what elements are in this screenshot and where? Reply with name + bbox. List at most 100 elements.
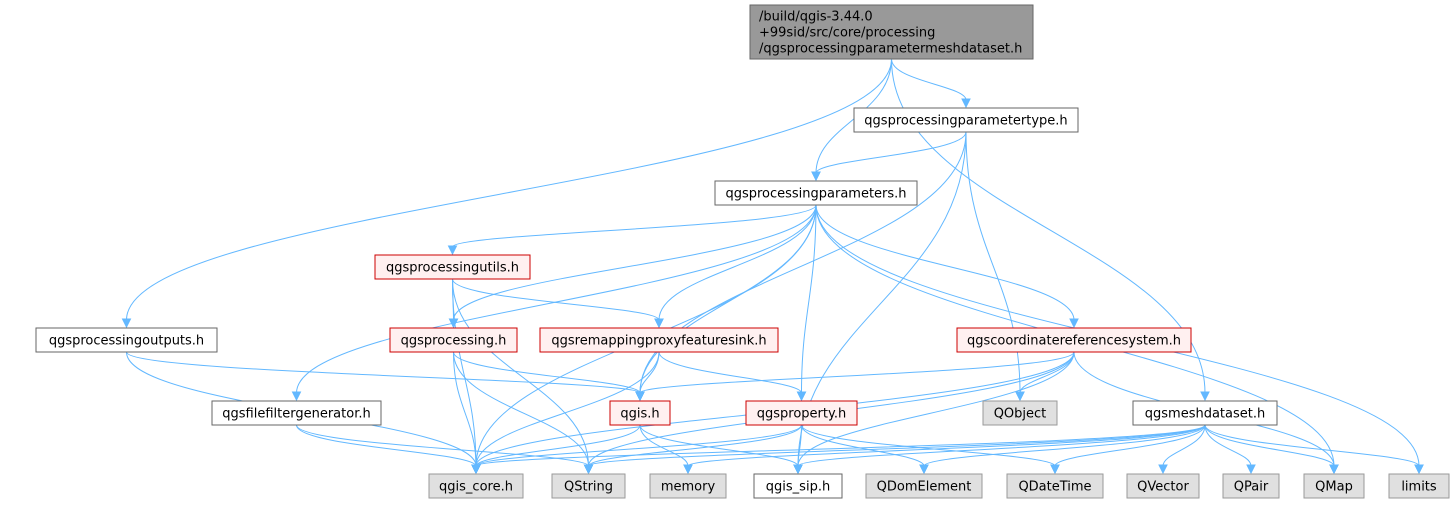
node-label-qvector: QVector (1137, 480, 1189, 495)
node-qobject: QObject (982, 400, 1058, 426)
arrowhead-meshdataset-to-qstring (583, 464, 594, 475)
node-utils[interactable]: qgsprocessingutils.h (374, 254, 531, 280)
arrowhead-parameters-to-crs (1069, 318, 1079, 329)
node-box-meshdataset (1132, 400, 1278, 426)
node-box-qgis-core (428, 473, 524, 499)
node-box-processing (389, 327, 518, 353)
node-label-root-line-2: +99sid/src/core/processing (759, 26, 935, 41)
arrowhead-meshdataset-to-qgis_sip (793, 464, 803, 475)
node-qgis-sip[interactable]: qgis_sip.h (753, 473, 843, 499)
node-qpair: QPair (1222, 473, 1280, 499)
edge-parameters-to-filefilter (296, 204, 817, 394)
node-label-meshdataset: qgsmeshdataset.h (1145, 407, 1265, 422)
node-box-utils (374, 254, 531, 280)
node-label-qstring: QString (564, 480, 613, 495)
edge-meshdataset-to-qpair (1204, 424, 1252, 467)
node-crs[interactable]: qgscoordinatereferencesystem.h (956, 327, 1192, 353)
node-box-qpair (1222, 473, 1280, 499)
edge-parametertype-to-qobject (965, 131, 1021, 394)
edge-parameters-to-qgis (639, 204, 817, 394)
node-remapping[interactable]: qgsremappingproxyfeaturesink.h (539, 327, 779, 353)
node-label-qgis-sip: qgis_sip.h (766, 480, 830, 495)
edge-meshdataset-to-qstring (588, 424, 1206, 467)
node-property[interactable]: qgsproperty.h (745, 400, 858, 426)
node-box-qmap (1303, 473, 1365, 499)
edge-meshdataset-to-limits (1204, 424, 1420, 467)
node-label-memory: memory (661, 480, 716, 495)
edge-processing-to-qstring (453, 351, 589, 467)
node-qvector: QVector (1126, 473, 1200, 499)
arrowhead-utils-to-processing (448, 318, 459, 329)
node-box-qgis (609, 400, 671, 426)
node-qstring: QString (551, 473, 626, 499)
edge-processing-to-qgis (453, 351, 641, 394)
edge-parameters-to-remapping (658, 204, 817, 321)
node-meshdataset[interactable]: qgsmeshdataset.h (1132, 400, 1278, 426)
node-box-qgis-sip (753, 473, 843, 499)
edge-crs-to-qobject (1019, 351, 1075, 394)
arrowhead-meshdataset-to-qvector (1158, 464, 1168, 475)
node-box-qobject (982, 400, 1058, 426)
arrowhead-meshdataset-to-qdatetime (1050, 464, 1060, 475)
edge-meshdataset-to-qgis_core (475, 424, 1206, 467)
node-qgis-core: qgis_core.h (428, 473, 524, 499)
node-qdatetime: QDateTime (1006, 473, 1104, 499)
node-label-limits: limits (1401, 480, 1437, 495)
node-box-parameters (714, 180, 918, 206)
node-outputs[interactable]: qgsprocessingoutputs.h (35, 327, 218, 353)
edge-property-to-qgis_sip (797, 424, 802, 467)
edge-meshdataset-to-qdomelement (923, 424, 1206, 467)
node-label-utils: qgsprocessingutils.h (386, 261, 519, 276)
node-box-property (745, 400, 858, 426)
node-label-qdomelement: QDomElement (877, 480, 972, 495)
node-parametertype[interactable]: qgsprocessingparametertype.h (853, 107, 1079, 133)
edge-parametertype-to-parameters (815, 131, 967, 174)
arrowhead-meshdataset-to-qmap (1329, 464, 1339, 475)
node-label-root-line-3: /qgsprocessingparametermeshdataset.h (759, 42, 1022, 57)
arrowhead-meshdataset-to-memory (683, 464, 693, 475)
arrowhead-remapping-to-property (796, 391, 807, 402)
arrowhead-root-to-outputs (121, 318, 132, 329)
node-qmap: QMap (1303, 473, 1365, 499)
node-box-qvector (1126, 473, 1200, 499)
edges-layer (121, 58, 1424, 475)
edge-meshdataset-to-qvector (1162, 424, 1206, 467)
nodes-layer: /build/qgis-3.44.0+99sid/src/core/proces… (35, 4, 1450, 499)
node-filefilter[interactable]: qgsfilefiltergenerator.h (211, 400, 382, 426)
node-root[interactable]: /build/qgis-3.44.0+99sid/src/core/proces… (749, 4, 1034, 60)
node-box-memory (649, 473, 727, 499)
node-processing[interactable]: qgsprocessing.h (389, 327, 518, 353)
arrowhead-meshdataset-to-limits (1414, 464, 1424, 475)
node-label-remapping: qgsremappingproxyfeaturesink.h (551, 334, 766, 349)
node-limits: limits (1388, 473, 1450, 499)
edge-filefilter-to-qstring (296, 424, 589, 467)
node-label-qgis: qgis.h (620, 407, 659, 422)
edge-root-to-parametertype (891, 58, 967, 101)
node-label-qpair: QPair (1234, 480, 1269, 495)
node-label-qdatetime: QDateTime (1018, 480, 1091, 495)
edge-remapping-to-property (658, 351, 802, 394)
edge-property-to-qdomelement (801, 424, 925, 467)
edge-utils-to-qstring (452, 278, 589, 467)
edge-parameters-to-property (801, 204, 817, 394)
node-box-limits (1388, 473, 1450, 499)
edge-parameters-to-crs (815, 204, 1075, 321)
node-label-property: qgsproperty.h (757, 407, 846, 422)
arrowhead-utils-to-remapping (654, 318, 664, 329)
edge-processing-to-qgis_core (453, 351, 477, 467)
node-box-qdatetime (1006, 473, 1104, 499)
edge-utils-to-remapping (452, 278, 660, 321)
node-label-qgis-core: qgis_core.h (439, 480, 513, 495)
arrowhead-root-to-meshdataset (1200, 391, 1210, 402)
edge-meshdataset-to-qdatetime (1054, 424, 1206, 467)
arrowhead-meshdataset-to-qgis_core (471, 464, 481, 475)
node-label-qmap: QMap (1315, 480, 1353, 495)
node-qgis[interactable]: qgis.h (609, 400, 671, 426)
arrowhead-parameters-to-filefilter (291, 391, 302, 402)
edge-meshdataset-to-memory (687, 424, 1206, 467)
arrowhead-parametertype-to-parameters (811, 171, 821, 182)
node-box-qstring (551, 473, 626, 499)
node-parameters[interactable]: qgsprocessingparameters.h (714, 180, 918, 206)
node-box-crs (956, 327, 1192, 353)
